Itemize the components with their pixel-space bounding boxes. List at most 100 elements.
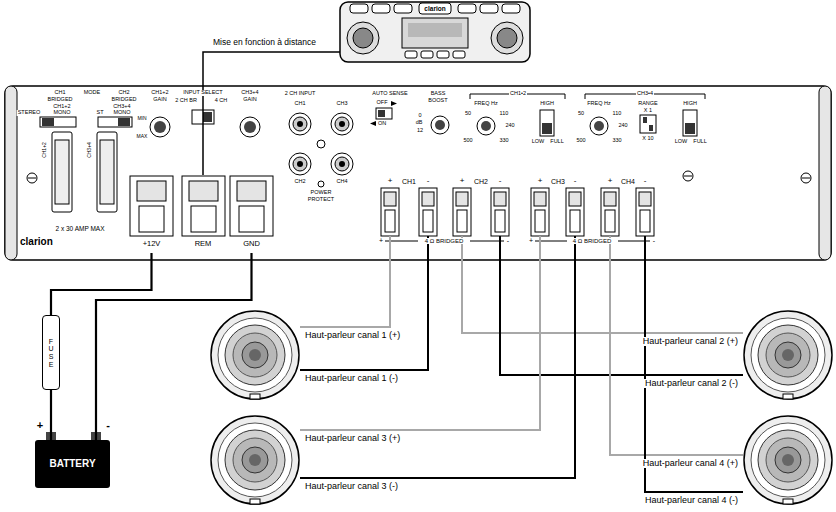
node-text: FUSE	[48, 337, 55, 368]
panel-label: CH4	[335, 179, 348, 185]
polarity-mark: +	[537, 177, 544, 185]
panel-label: STEREO	[17, 110, 42, 116]
node-text: CH4	[621, 178, 635, 185]
panel-label: FULL	[692, 139, 707, 145]
wire	[50, 390, 52, 440]
panel-label: X 10	[641, 136, 654, 142]
speaker-drawing	[743, 415, 833, 505]
speaker: Haut-parleur canal 2 (+)Haut-parleur can…	[743, 310, 833, 400]
panel-label: dB	[415, 120, 424, 126]
power-terminal: +12V	[128, 175, 175, 253]
panel-label: FREQ Hz	[473, 101, 499, 107]
node-text: Haut-parleur canal 4 (+)	[642, 459, 739, 468]
panel-label: 4 Ω BRIDGED	[424, 238, 465, 244]
speaker-terminal: CH2	[446, 177, 516, 236]
speaker: Haut-parleur canal 3 (+)Haut-parleur can…	[210, 415, 300, 505]
node-text: Haut-parleur canal 1 (+)	[304, 331, 401, 340]
wire	[300, 236, 428, 370]
panel-label: +	[378, 237, 384, 244]
wire	[300, 236, 575, 478]
panel-label: 50	[577, 111, 585, 117]
wire	[610, 236, 743, 455]
panel-label: MONO	[52, 110, 71, 116]
panel-label: LOW	[674, 139, 689, 145]
node-text: CH2	[474, 178, 488, 185]
node-text: CH3	[551, 178, 565, 185]
panel-label: CH3•4	[636, 91, 654, 97]
panel-label: 240	[617, 123, 628, 129]
node-text: Haut-parleur canal 2 (+)	[642, 337, 739, 346]
panel-label: CH1+2	[150, 90, 169, 96]
panel-label: X 1	[643, 108, 653, 114]
panel-label: CH1	[53, 90, 66, 96]
polarity-mark: -	[643, 177, 648, 185]
panel-label: CH3+4	[87, 141, 92, 159]
polarity-mark: +	[36, 420, 44, 431]
panel-label: +	[528, 237, 534, 244]
panel-label: MAX	[136, 134, 149, 139]
panel-label: PROTECT	[307, 197, 335, 203]
panel-label: -	[652, 237, 656, 244]
speaker: Haut-parleur canal 1 (+)Haut-parleur can…	[210, 310, 300, 400]
wire	[645, 236, 743, 492]
panel-label: CH3+4	[240, 90, 259, 96]
speaker: Haut-parleur canal 4 (+)Haut-parleur can…	[743, 415, 833, 505]
polarity-mark: +	[607, 177, 614, 185]
panel-label: 2 x 30 AMP MAX	[54, 226, 105, 233]
panel-label: ON	[377, 121, 387, 127]
panel-label: BASS	[430, 91, 447, 97]
panel-label: 4 CH	[214, 98, 229, 104]
panel-label: CH2	[293, 179, 306, 185]
speaker-drawing	[210, 415, 300, 505]
panel-label: 110	[499, 111, 510, 117]
panel-label: CH1+2	[52, 104, 71, 110]
panel-label: CH3	[335, 101, 348, 107]
panel-label: AUTO SENSE	[371, 91, 408, 97]
node-text: REM	[195, 240, 212, 248]
panel-label: FREQ Hz	[586, 101, 612, 107]
panel-label: CH2	[117, 90, 130, 96]
polarity-mark: +	[387, 177, 394, 185]
ground-terminal: GND	[228, 175, 275, 253]
panel-label: 110	[612, 111, 623, 117]
panel-label: OFF	[376, 100, 389, 106]
panel-label: 0	[417, 113, 422, 119]
wire	[500, 236, 743, 375]
panel-label: HIGH	[539, 101, 555, 107]
wire-label: Mise en fonction à distance	[212, 38, 317, 47]
panel-label: 240	[504, 123, 515, 129]
panel-label: 4 Ω BRIDGED	[572, 238, 613, 244]
node-text: GND	[243, 240, 260, 248]
panel-label: CH3+4	[112, 104, 131, 110]
panel-label: INPUT SELECT	[182, 90, 223, 96]
polarity-mark: +	[459, 177, 466, 185]
panel-label: 330	[611, 138, 622, 144]
panel-label: BRIDGED	[46, 97, 73, 103]
speaker-drawing	[743, 310, 833, 400]
node-text: clarion	[424, 6, 445, 13]
node-text: BATTERY	[49, 459, 95, 469]
panel-label: BOOST	[427, 98, 448, 104]
wire	[462, 236, 743, 333]
panel-label: GAIN	[152, 97, 167, 103]
panel-label: 2 CH INPUT	[284, 91, 317, 97]
node-text: Haut-parleur canal 3 (-)	[304, 482, 399, 491]
battery: BATTERY	[35, 440, 110, 488]
panel-label: ST	[95, 110, 104, 116]
node-text: +12V	[143, 240, 161, 248]
panel-label: HIGH	[682, 101, 698, 107]
panel-label: CH1•2	[509, 91, 527, 97]
panel-label: MODE	[83, 90, 102, 96]
panel-label: GAIN	[242, 97, 257, 103]
panel-label: LOW	[531, 139, 546, 145]
panel-label: 12	[416, 128, 424, 134]
panel-label: FULL	[549, 139, 564, 145]
polarity-mark: -	[498, 177, 503, 185]
panel-label: 330	[498, 138, 509, 144]
panel-label: 500	[462, 138, 473, 144]
fuse: FUSE	[42, 315, 60, 390]
polarity-mark: -	[105, 420, 111, 431]
node-text: Haut-parleur canal 2 (-)	[644, 379, 739, 388]
